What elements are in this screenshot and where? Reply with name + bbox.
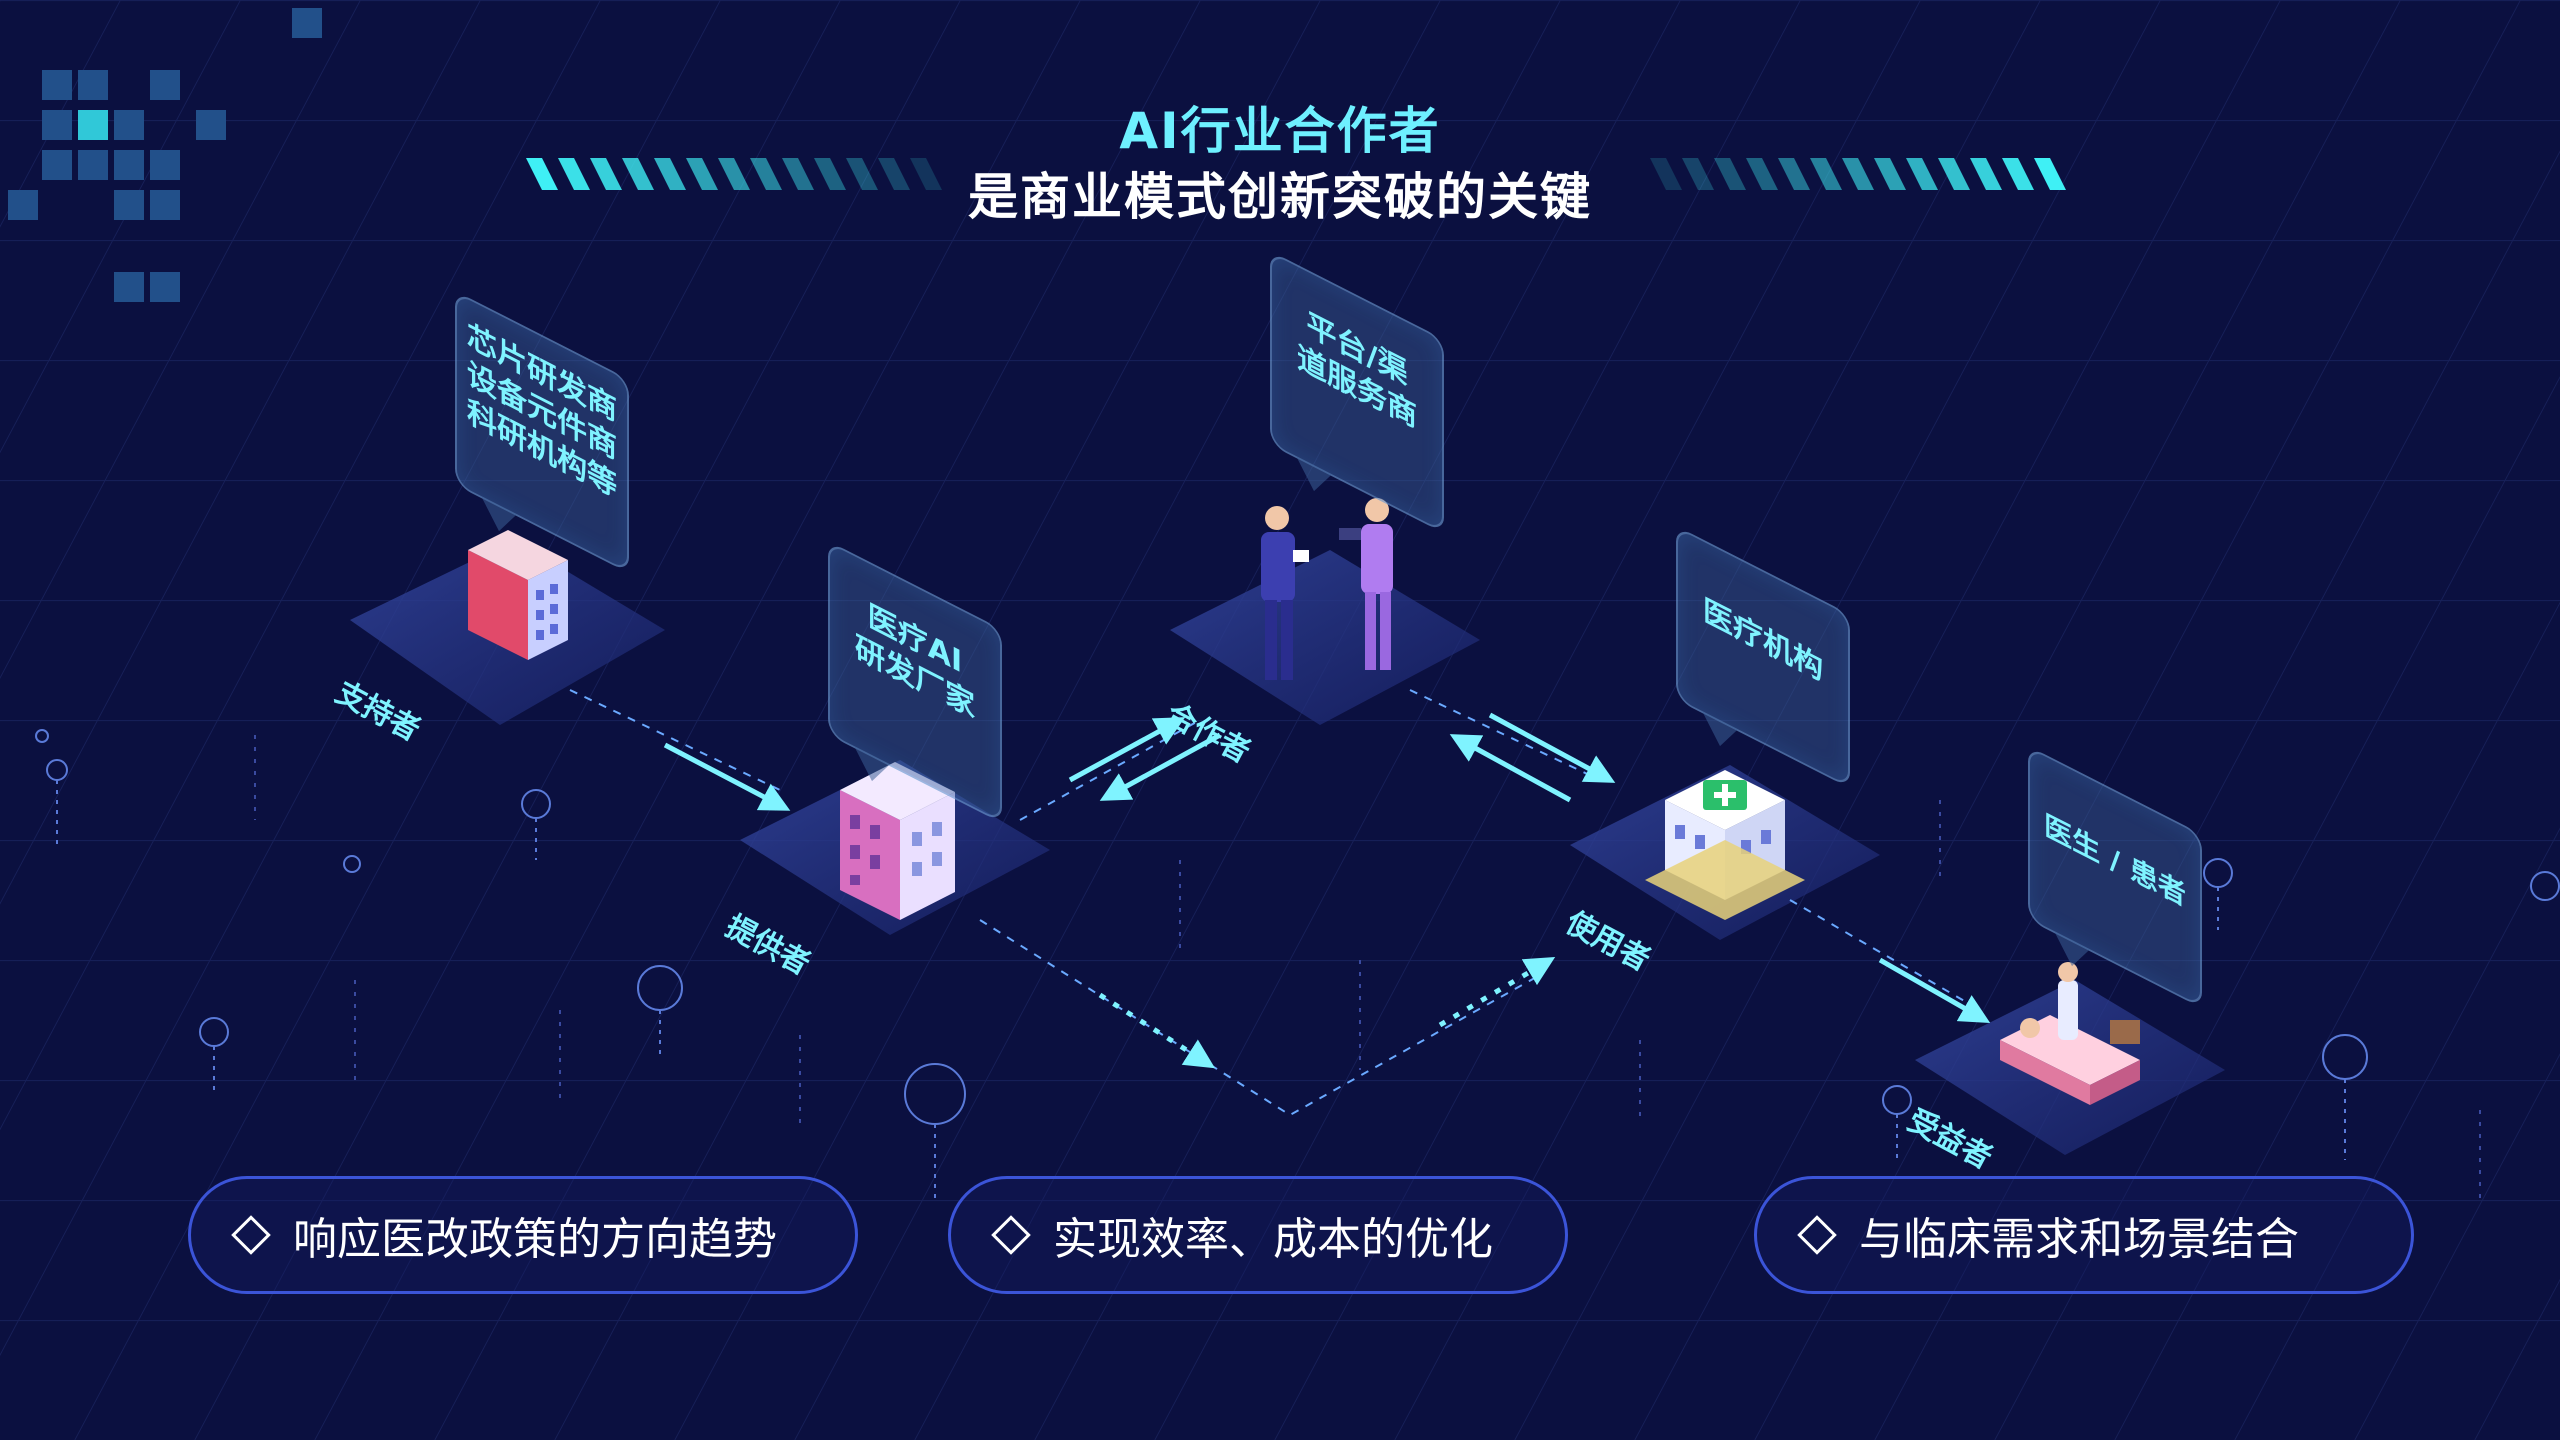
title-stripe — [878, 158, 910, 190]
title-line-2: 是商业模式创新突破的关键 — [968, 168, 1592, 226]
pill-efficiency-text: 实现效率、成本的优化 — [1053, 1214, 1493, 1265]
title-stripe — [910, 158, 942, 190]
title-stripes-left — [526, 158, 942, 190]
title-stripe — [1842, 158, 1874, 190]
title-stripe — [814, 158, 846, 190]
patient-bed-icon — [2000, 962, 2140, 1105]
pill-policy-text: 响应医改政策的方向趋势 — [293, 1214, 777, 1265]
decorative-nodes — [35, 729, 2560, 1200]
title-stripe — [1650, 158, 1682, 190]
title-stripe — [1810, 158, 1842, 190]
pill-clinical-text: 与临床需求和场景结合 — [1859, 1214, 2299, 1265]
diamond-icon — [991, 1215, 1031, 1255]
title-stripe — [1746, 158, 1778, 190]
platform-partner — [1170, 550, 1480, 725]
diamond-icon — [231, 1215, 271, 1255]
title-stripe — [526, 158, 558, 190]
title-stripe — [1778, 158, 1810, 190]
title-stripe — [782, 158, 814, 190]
vertical-dash-lines — [254, 735, 2481, 1200]
title-stripe — [2034, 158, 2066, 190]
connection-lines — [569, 689, 1981, 1117]
title-stripe — [1682, 158, 1714, 190]
bubble-beneficiary-text: 医生 / 患者 — [2044, 807, 2186, 914]
title-stripe — [718, 158, 750, 190]
page-title: AI行业合作者 是商业模式创新突破的关键 — [0, 98, 2560, 230]
diamond-icon — [1797, 1215, 1837, 1255]
title-stripe — [1938, 158, 1970, 190]
title-stripe — [846, 158, 878, 190]
title-stripe — [590, 158, 622, 190]
pill-efficiency: 实现效率、成本的优化 — [948, 1176, 1568, 1294]
flow-arrows — [663, 712, 1991, 1069]
title-line-1: AI行业合作者 — [1119, 102, 1441, 160]
title-stripe — [1874, 158, 1906, 190]
bubble-user-text: 医疗机构 — [1703, 592, 1823, 689]
title-stripe — [2002, 158, 2034, 190]
title-stripe — [654, 158, 686, 190]
title-stripes-right — [1650, 158, 2066, 190]
hospital-icon — [1645, 770, 1805, 920]
pixel-squares-decoration — [8, 8, 322, 302]
title-stripe — [622, 158, 654, 190]
business-people-icon — [1261, 498, 1393, 680]
title-stripe — [750, 158, 782, 190]
title-stripe — [686, 158, 718, 190]
building-icon — [468, 530, 568, 660]
title-stripe — [1906, 158, 1938, 190]
pill-clinical: 与临床需求和场景结合 — [1754, 1176, 2414, 1294]
office-building-icon — [840, 762, 955, 920]
pill-policy: 响应医改政策的方向趋势 — [188, 1176, 858, 1294]
title-stripe — [1970, 158, 2002, 190]
title-stripe — [558, 158, 590, 190]
title-stripe — [1714, 158, 1746, 190]
